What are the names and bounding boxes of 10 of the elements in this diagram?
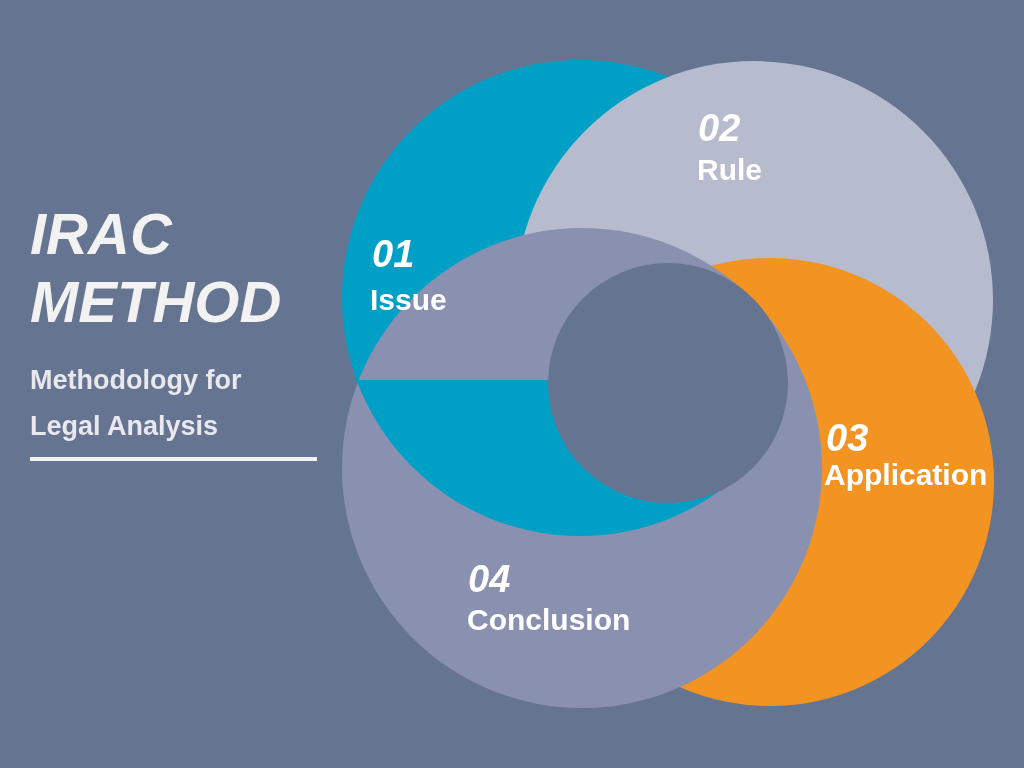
step-number: 03 [826, 418, 869, 458]
step-name: Conclusion [467, 603, 631, 637]
step-number: 01 [372, 234, 415, 274]
step-name: Issue [370, 283, 447, 317]
subtitle: Methodology for Legal Analysis [30, 364, 243, 443]
step-number: 04 [468, 559, 511, 599]
step-name: Application [824, 458, 988, 492]
step-name: Rule [697, 153, 762, 187]
title: IRAC METHOD [30, 200, 283, 336]
step-number: 02 [698, 108, 741, 148]
